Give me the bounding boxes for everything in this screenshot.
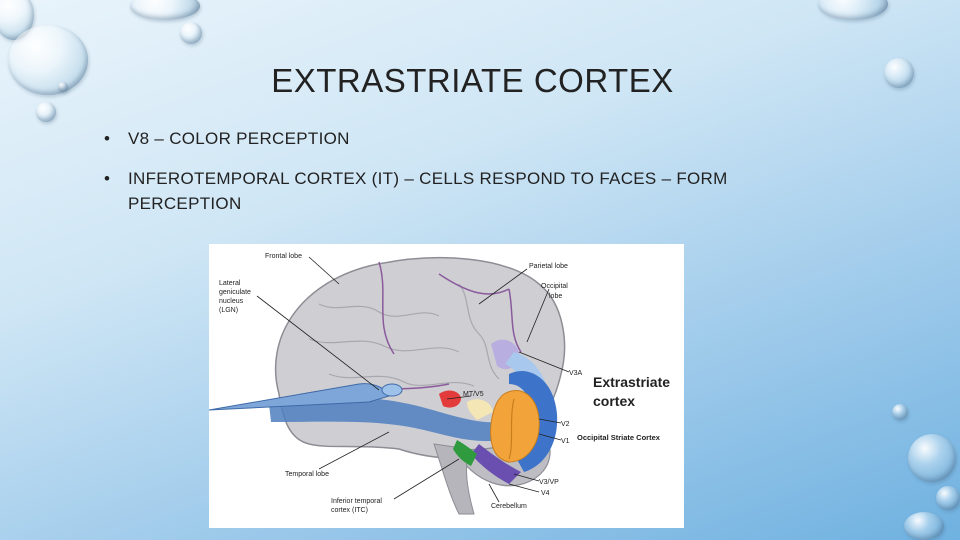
label-occipital-striate: Occipital Striate Cortex — [577, 433, 661, 442]
label-cerebellum: Cerebellum — [491, 503, 527, 510]
label-v3vp: V3/VP — [539, 479, 559, 486]
bullet-item: • V8 – COLOR PERCEPTION — [104, 126, 834, 151]
area-v1-sulcus — [508, 398, 515, 460]
water-drop — [892, 404, 908, 420]
water-drop — [180, 22, 202, 44]
label-occipital-2: lobe — [549, 293, 562, 300]
label-extrastriate-1: Extrastriate — [593, 374, 670, 390]
label-lgn-4: (LGN) — [219, 307, 238, 314]
sulcus-line — [318, 303, 440, 317]
water-drop — [908, 434, 956, 482]
area-v1 — [490, 389, 540, 463]
label-itc-1: Inferior temporal — [331, 498, 382, 505]
label-v1: V1 — [561, 438, 570, 445]
label-v4: V4 — [541, 490, 550, 497]
area-mt — [439, 390, 461, 408]
label-leaders — [256, 256, 570, 503]
bullet-marker: • — [104, 129, 111, 148]
lobe-boundary — [508, 288, 522, 353]
water-drop — [8, 25, 88, 95]
water-drop — [904, 512, 944, 540]
label-itc-2: cortex (ITC) — [331, 507, 368, 514]
label-frontal-lobe: Frontal lobe — [265, 253, 302, 260]
brain-diagram: Frontal lobe Parietal lobe Occipital lob… — [209, 244, 684, 528]
bullet-list: • V8 – COLOR PERCEPTION • INFEROTEMPORAL… — [104, 126, 834, 231]
area-v4 — [471, 444, 521, 484]
lobe-boundary — [438, 273, 510, 295]
slide-title: EXTRASTRIATE CORTEX — [271, 62, 674, 99]
sulcus-line — [458, 283, 500, 380]
sulcus-line — [328, 373, 475, 387]
bullet-marker: • — [104, 169, 111, 188]
bullet-item: • INFEROTEMPORAL CORTEX (IT) – CELLS RES… — [104, 166, 834, 216]
label-lgn-3: nucleus — [219, 298, 244, 305]
water-drop — [58, 82, 68, 92]
label-temporal-lobe: Temporal lobe — [285, 471, 329, 478]
water-drop — [818, 0, 888, 20]
bullet-text: V8 – COLOR PERCEPTION — [128, 129, 350, 148]
label-lgn-2: geniculate — [219, 289, 251, 296]
label-occipital-1: Occipital — [541, 283, 568, 290]
water-drop — [936, 486, 960, 510]
water-drop — [884, 58, 914, 88]
label-lgn-1: Lateral — [219, 280, 241, 287]
label-v3a: V3A — [569, 370, 583, 377]
label-parietal-lobe: Parietal lobe — [529, 263, 568, 270]
label-extrastriate-2: cortex — [593, 393, 635, 409]
label-v2: V2 — [561, 421, 570, 428]
water-drop — [36, 102, 56, 122]
water-drop — [130, 0, 200, 20]
lobe-boundary — [378, 261, 395, 355]
area-it — [453, 440, 477, 466]
optic-radiation — [269, 397, 501, 442]
lgn-structure — [381, 383, 403, 397]
label-mt: MT/V5 — [463, 391, 484, 398]
area-v8-yellow — [467, 399, 493, 420]
brain-illustration: Frontal lobe Parietal lobe Occipital lob… — [209, 253, 670, 515]
sulcus-line — [308, 338, 460, 353]
bullet-text: INFEROTEMPORAL CORTEX (IT) – CELLS RESPO… — [128, 169, 728, 213]
